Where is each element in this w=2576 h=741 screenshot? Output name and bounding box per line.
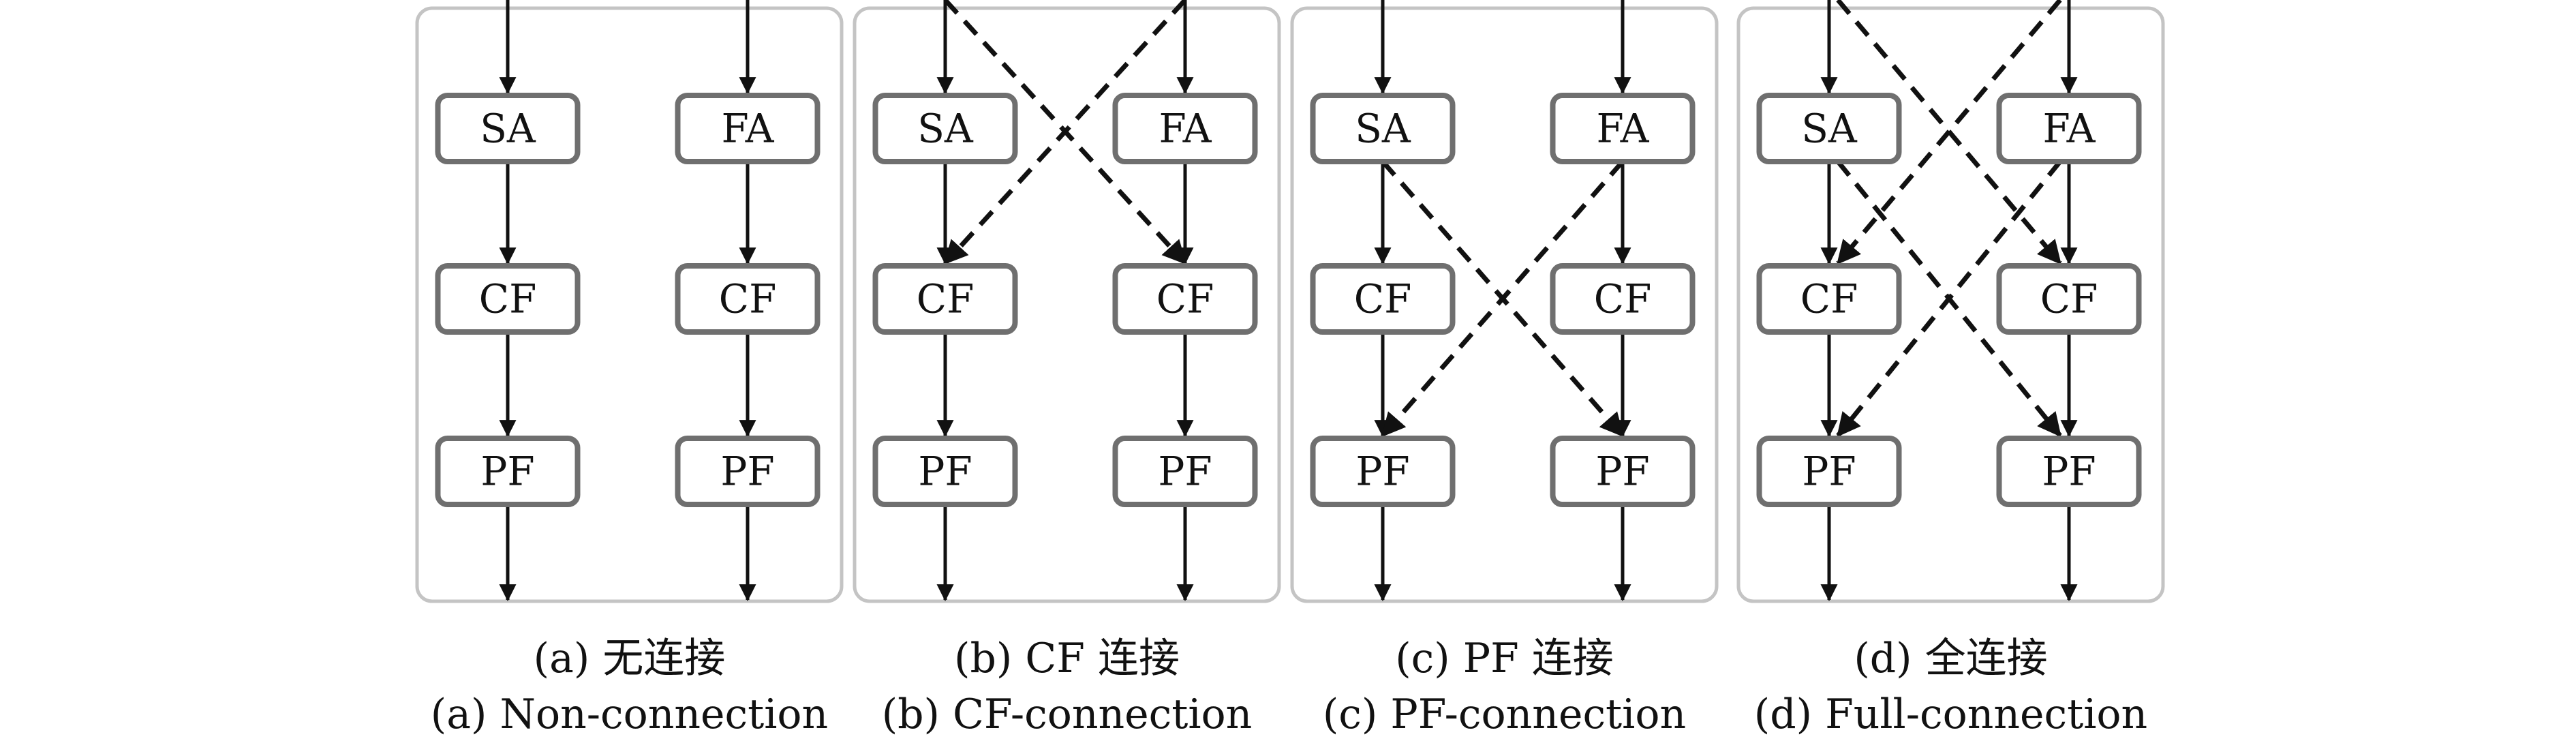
right-cf-node: CF — [1996, 263, 2142, 335]
left-pf-node: PF — [872, 436, 1018, 507]
right-fa-node: FA — [675, 93, 821, 164]
left-sa-node-box — [872, 93, 1018, 164]
right-fa-node-box — [1996, 93, 2142, 164]
right-pf-node-box — [1550, 436, 1696, 507]
panel-4: SA FA CF CF PF PF (d) 全连接 (d) Full-connection — [1736, 0, 2165, 738]
right-cf-node-box — [675, 263, 821, 335]
left-sa-node-label: SA — [1801, 106, 1858, 152]
right-cf-node: CF — [675, 263, 821, 335]
left-cf-node-label: CF — [479, 276, 537, 322]
right-fa-node-label: FA — [1159, 106, 1212, 152]
left-cf-node: CF — [872, 263, 1018, 335]
left-pf-node: PF — [435, 436, 581, 507]
left-pf-node-box — [1756, 436, 1902, 507]
right-pf-node-label: PF — [720, 449, 774, 495]
right-cf-node: CF — [1550, 263, 1696, 335]
right-pf-node-box — [1112, 436, 1258, 507]
panel-frame — [1736, 6, 2165, 603]
right-pf-node: PF — [675, 436, 821, 507]
left-cf-node: CF — [1310, 263, 1456, 335]
left-pf-node-label: PF — [1802, 449, 1856, 495]
left-cf-node: CF — [435, 263, 581, 335]
left-pf-node-label: PF — [1355, 449, 1409, 495]
left-cf-node-box — [1310, 263, 1456, 335]
left-sa-node-box — [435, 93, 581, 164]
left-cf-node-label: CF — [1800, 276, 1858, 322]
panel-frame — [853, 6, 1281, 603]
caption-line1: (c) PF 连接 — [1395, 635, 1614, 682]
right-fa-node: FA — [1112, 93, 1258, 164]
left-cf-node: CF — [1756, 263, 1902, 335]
left-pf-node: PF — [1310, 436, 1456, 507]
panel-frame — [415, 6, 844, 603]
left-cf-node-box — [435, 263, 581, 335]
right-pf-node: PF — [1996, 436, 2142, 507]
left-sa-node-label: SA — [1355, 106, 1411, 152]
left-cf-node-label: CF — [917, 276, 975, 322]
caption-line1: (a) 无连接 — [534, 635, 726, 682]
right-cf-node-label: CF — [1594, 276, 1652, 322]
pf-cross-arrow-right-to-left — [1836, 160, 2062, 438]
right-fa-node-label: FA — [721, 106, 774, 152]
caption-line2: (c) PF-connection — [1323, 691, 1686, 738]
left-cf-node-box — [872, 263, 1018, 335]
right-cf-node-box — [1550, 263, 1696, 335]
caption-line1: (d) 全连接 — [1854, 635, 2047, 682]
right-cf-node-label: CF — [2040, 276, 2098, 322]
panel-1: SA FA CF CF PF PF (a) 无连接 (a) Non-connection — [415, 0, 844, 738]
left-pf-node: PF — [1756, 436, 1902, 507]
left-cf-node-box — [1756, 263, 1902, 335]
left-pf-node-box — [435, 436, 581, 507]
right-fa-node-box — [675, 93, 821, 164]
panel-3: SA FA CF CF PF PF (c) PF 连接 (c) PF-connection — [1290, 0, 1719, 738]
panel-2: SA FA CF CF PF PF (b) CF 连接 (b) CF-connection — [853, 0, 1281, 738]
panel-frame — [1290, 6, 1719, 603]
right-cf-node-box — [1112, 263, 1258, 335]
right-fa-node: FA — [1550, 93, 1696, 164]
left-sa-node-label: SA — [917, 106, 974, 152]
cf-cross-arrow-right-to-left — [1836, 0, 2062, 265]
right-fa-node: FA — [1996, 93, 2142, 164]
pf-cross-arrow-right-to-left — [1381, 160, 1625, 438]
left-pf-node-label: PF — [918, 449, 972, 495]
right-pf-node-label: PF — [1595, 449, 1649, 495]
right-pf-node: PF — [1550, 436, 1696, 507]
left-pf-node-box — [872, 436, 1018, 507]
right-fa-node-label: FA — [1596, 106, 1649, 152]
right-pf-node-label: PF — [2042, 449, 2096, 495]
right-cf-node-label: CF — [1156, 276, 1214, 322]
left-sa-node: SA — [1310, 93, 1456, 164]
left-sa-node-box — [1756, 93, 1902, 164]
right-fa-node-label: FA — [2042, 106, 2096, 152]
right-pf-node-box — [1996, 436, 2142, 507]
right-cf-node-box — [1996, 263, 2142, 335]
right-pf-node-box — [675, 436, 821, 507]
caption-line2: (a) Non-connection — [431, 691, 828, 738]
right-cf-node: CF — [1112, 263, 1258, 335]
right-fa-node-box — [1550, 93, 1696, 164]
left-sa-node: SA — [872, 93, 1018, 164]
left-pf-node-box — [1310, 436, 1456, 507]
caption-line2: (b) CF-connection — [882, 691, 1253, 738]
left-sa-node: SA — [435, 93, 581, 164]
caption-line2: (d) Full-connection — [1754, 691, 2147, 738]
left-cf-node-label: CF — [1354, 276, 1412, 322]
left-sa-node-label: SA — [480, 106, 536, 152]
right-fa-node-box — [1112, 93, 1258, 164]
caption-line1: (b) CF 连接 — [954, 635, 1180, 682]
cf-cross-arrow-right-to-left — [943, 0, 1187, 265]
right-cf-node-label: CF — [719, 276, 777, 322]
left-sa-node: SA — [1756, 93, 1902, 164]
right-pf-node-label: PF — [1158, 449, 1212, 495]
left-pf-node-label: PF — [480, 449, 534, 495]
right-pf-node: PF — [1112, 436, 1258, 507]
left-sa-node-box — [1310, 93, 1456, 164]
